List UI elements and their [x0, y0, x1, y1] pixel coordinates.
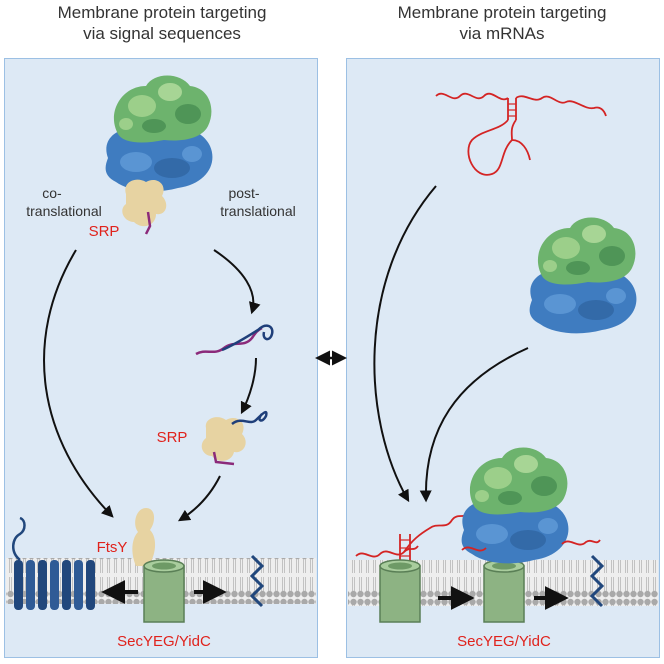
- nascent-chain-top-tail: [221, 324, 274, 352]
- membrane-bound-ribosome: [461, 447, 569, 564]
- left-title-line2: via signal sequences: [83, 24, 241, 43]
- arrow-post-translational: [213, 249, 261, 315]
- translocon-channel-right-2: [483, 559, 525, 623]
- right-title-line2: via mRNAs: [459, 24, 545, 43]
- srp-label-top: SRP: [89, 223, 120, 240]
- srp-particle-top: [122, 179, 167, 235]
- post-translational-label-line1: post-: [228, 185, 259, 201]
- translocon-channel-right-1: [379, 559, 421, 623]
- co-translational-label-line1: co-: [42, 185, 62, 201]
- ftsy-receptor: [132, 508, 156, 566]
- post-translational-label-line2: translational: [220, 203, 296, 219]
- mrna-on-bound-ribosome: [461, 539, 601, 552]
- inserting-helix-left: [249, 554, 265, 608]
- membrane-protein-left: [12, 516, 95, 610]
- arrow-chain-to-srp: [240, 357, 257, 415]
- translocon-label-right: SecYEG/YidC: [457, 633, 551, 650]
- arrow-co-translational: [43, 249, 114, 518]
- free-ribosome-right: [529, 217, 637, 334]
- arrow-ribosome-to-membrane: [419, 347, 529, 503]
- left-ribosome: [105, 75, 213, 192]
- srp-label-bottom: SRP: [157, 429, 188, 446]
- srp-particle-bottom: [201, 410, 268, 466]
- arrow-mrna-to-membrane: [373, 185, 437, 503]
- inserting-helix-right: [589, 554, 605, 608]
- mrna-hairpin-top: [435, 92, 607, 176]
- nascent-chain-top: [195, 326, 263, 356]
- translocon-label-left: SecYEG/YidC: [117, 633, 211, 650]
- left-title-line1: Membrane protein targeting: [57, 3, 267, 22]
- right-panel-title: Membrane protein targeting via mRNAs: [344, 2, 660, 44]
- right-title-line1: Membrane protein targeting: [397, 3, 607, 22]
- arrow-srp-to-membrane: [177, 475, 221, 522]
- ftsy-label: FtsY: [97, 539, 128, 556]
- left-panel-title: Membrane protein targeting via signal se…: [4, 2, 320, 44]
- co-translational-label-line2: translational: [26, 203, 102, 219]
- translocon-channel-left: [143, 559, 185, 623]
